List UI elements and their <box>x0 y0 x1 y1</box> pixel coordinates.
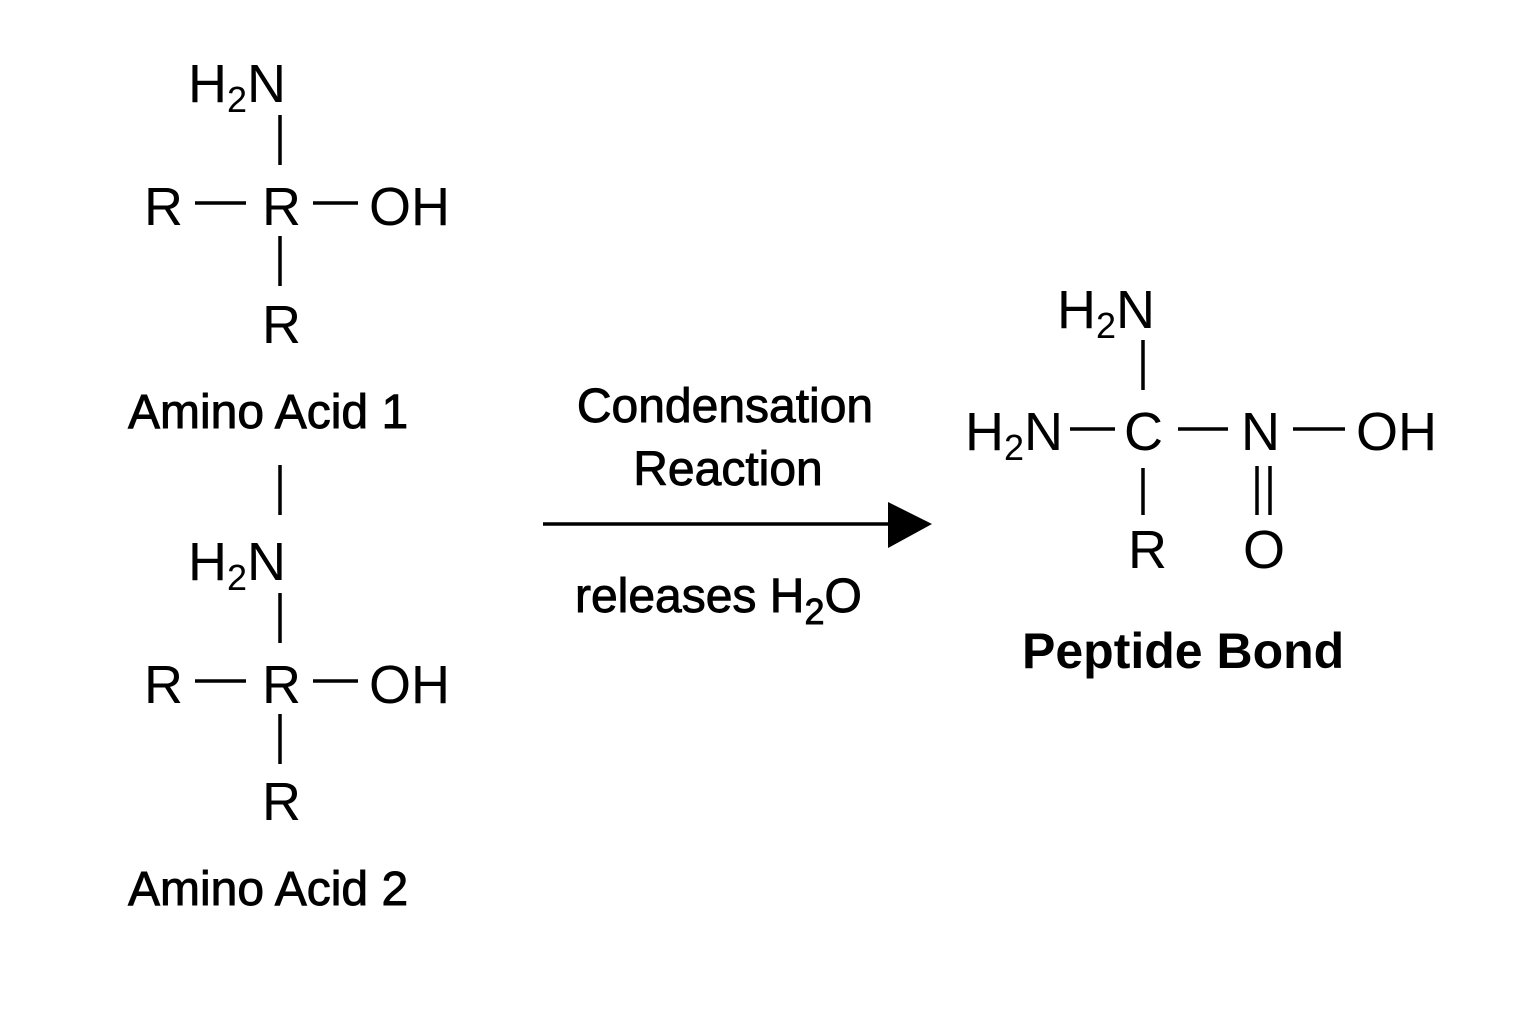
bottom-r-group: R <box>262 772 301 832</box>
peptide-product: H2N H2N C N OH R O Peptide Bond <box>965 280 1437 679</box>
amino-acid-2-label: Amino Acid 2 <box>128 863 408 916</box>
amino-acid-1-label: Amino Acid 1 <box>128 386 408 439</box>
bottom-r-group: R <box>262 295 301 355</box>
r-group: R <box>1128 520 1167 580</box>
left-amine-group: H2N <box>965 402 1063 468</box>
left-r-group: R <box>144 177 183 237</box>
byproduct-label: releases H2O <box>575 570 862 632</box>
hydroxyl-group: OH <box>369 655 450 715</box>
left-r-group: R <box>144 655 183 715</box>
oxygen-atom: O <box>1243 520 1285 580</box>
amino-acid-2: H2N R R OH R Amino Acid 2 <box>128 532 450 916</box>
hydroxyl-group: OH <box>369 177 450 237</box>
arrow-head-icon <box>888 502 932 548</box>
carbon-atom: C <box>1124 402 1163 462</box>
center-atom: R <box>262 177 301 237</box>
hydroxyl-group: OH <box>1356 402 1437 462</box>
amino-acid-1: H2N R R OH R Amino Acid 1 <box>128 54 450 439</box>
top-amine-group: H2N <box>1057 280 1155 346</box>
peptide-bond-label: Peptide Bond <box>1022 623 1344 679</box>
amine-group: H2N <box>188 54 286 120</box>
center-atom: R <box>262 655 301 715</box>
nitrogen-atom: N <box>1241 402 1280 462</box>
amine-group: H2N <box>188 532 286 598</box>
reaction-title-line2: Reaction <box>633 443 822 496</box>
reaction-title-line1: Condensation <box>577 380 873 433</box>
reaction: Condensation Reaction releases H2O <box>543 380 932 632</box>
